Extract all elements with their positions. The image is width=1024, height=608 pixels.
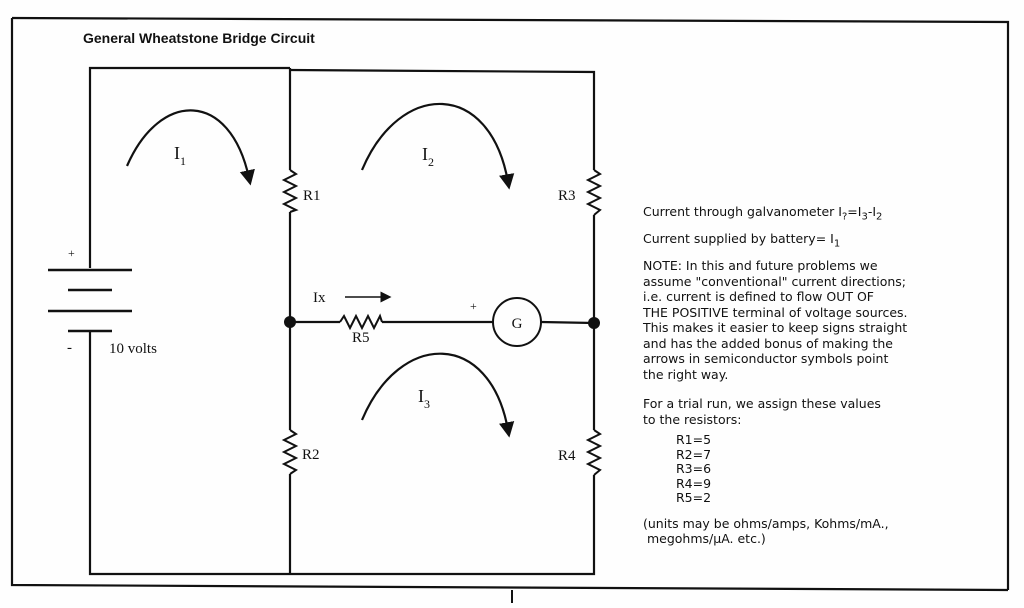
trial-line: For a trial run, we assign these values xyxy=(643,396,881,411)
current-ix-label: Ix xyxy=(313,290,326,306)
note-line: NOTE: In this and future problems we xyxy=(643,258,878,273)
galvanometer: G + xyxy=(470,297,542,347)
notes-panel: Current through galvanometer I?=I3-I2 Cu… xyxy=(643,204,993,547)
note-paragraph: NOTE: In this and future problems we ass… xyxy=(643,258,993,382)
units-line: (units may be ohms/amps, Kohms/mA., xyxy=(643,515,889,531)
loop-label-i3: I3 xyxy=(418,386,430,411)
resistor-r2-label: R2 xyxy=(302,447,320,463)
resistor-value: R1=5 xyxy=(676,432,712,447)
units-line: megohms/µA. etc.) xyxy=(643,531,766,546)
loop-arrow-i3 xyxy=(360,352,515,438)
resistor-values-list: R1=5 R2=7 R3=6 R4=9 R5=2 xyxy=(676,432,993,506)
outer-frame xyxy=(10,16,1010,603)
battery-plus-sign: + xyxy=(68,246,75,260)
resistor-r2: R2 xyxy=(281,429,320,475)
galvanometer-current-line: Current through galvanometer I?=I3-I2 xyxy=(643,204,883,223)
junction-left xyxy=(284,316,296,328)
resistor-r3: R3 xyxy=(558,169,603,216)
resistor-r5: R5 xyxy=(339,313,383,346)
units-note: (units may be ohms/amps, Kohms/mA., mego… xyxy=(643,516,993,547)
current-ix: Ix xyxy=(313,290,392,306)
note-line: THE POSITIVE terminal of voltage sources… xyxy=(643,304,908,320)
battery-voltage-label: 10 volts xyxy=(109,341,157,357)
loop-label-i2: I2 xyxy=(422,144,434,169)
resistor-value: R2=7 xyxy=(676,446,712,462)
galvanometer-plus-sign: + xyxy=(470,299,477,313)
note-line: i.e. current is defined to flow OUT OF xyxy=(643,289,874,304)
galvanometer-label: G xyxy=(512,316,523,332)
note-line: and has the added bonus of making the xyxy=(643,335,893,351)
junction-right xyxy=(588,317,600,329)
resistor-r1-label: R1 xyxy=(303,188,321,204)
resistor-r4-label: R4 xyxy=(558,448,576,464)
resistor-value: R4=9 xyxy=(676,475,712,491)
resistor-value: R5=2 xyxy=(676,490,712,505)
resistor-r1: R1 xyxy=(281,169,321,213)
trial-run-paragraph: For a trial run, we assign these values … xyxy=(643,396,993,427)
note-line: arrows in semiconductor symbols point xyxy=(643,351,889,366)
resistor-r5-label: R5 xyxy=(352,330,370,346)
note-line: assume "conventional" current directions… xyxy=(643,273,907,289)
note-line: the right way. xyxy=(643,366,729,382)
note-line: This makes it easier to keep signs strai… xyxy=(643,320,908,335)
loop-arrow-i2 xyxy=(360,102,515,190)
battery: + - 10 volts xyxy=(48,246,157,357)
loop-arrow-i1 xyxy=(125,109,255,186)
loop-label-i1: I1 xyxy=(174,143,186,168)
battery-current-line: Current supplied by battery= I1 xyxy=(643,231,841,250)
trial-line: to the resistors: xyxy=(643,411,742,427)
resistor-r3-label: R3 xyxy=(558,188,576,204)
battery-minus-sign: - xyxy=(67,340,72,356)
resistor-r4: R4 xyxy=(558,429,603,476)
resistor-value: R3=6 xyxy=(676,461,712,476)
diagram-title: General Wheatstone Bridge Circuit xyxy=(83,30,315,46)
